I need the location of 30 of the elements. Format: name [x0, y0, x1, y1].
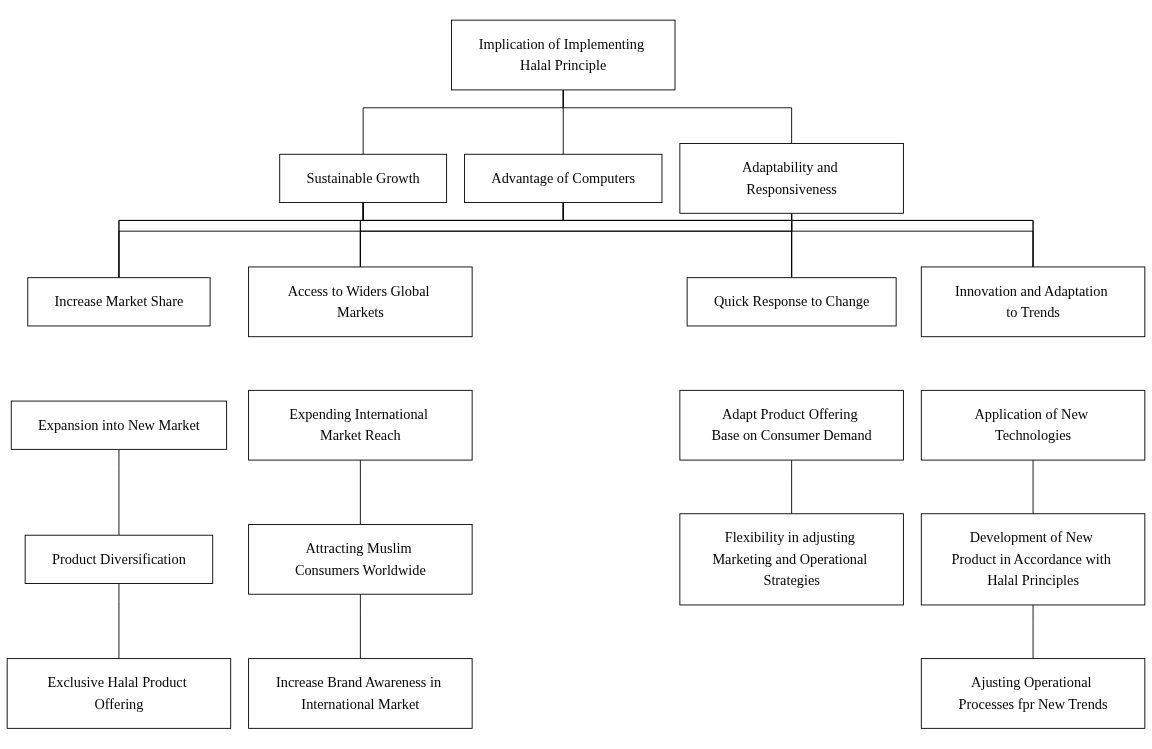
- connector: [362, 202, 1034, 268]
- connector: [1032, 604, 1034, 660]
- connector: [118, 583, 120, 660]
- node-box: Ajusting Operational Processes fpr New Trends: [920, 658, 1146, 730]
- connector: [118, 449, 120, 536]
- node-box: Exclusive Halal Product Offering: [6, 658, 232, 730]
- connector: [359, 459, 361, 526]
- node-box: Quick Response to Change: [686, 277, 897, 327]
- node-box: Application of New Technologies: [920, 390, 1146, 461]
- node-box: Increase Brand Awareness in International Market: [248, 658, 473, 730]
- connector: [791, 213, 1034, 268]
- node-box: Expending International Market Reach: [248, 390, 473, 461]
- connector: [562, 89, 793, 145]
- node-box: Flexibility in adjusting Marketing and Operational Strategies: [679, 513, 904, 606]
- node-box: Advantage of Computers: [464, 154, 663, 204]
- connector: [562, 202, 1034, 268]
- node-box: Sustainable Growth: [279, 154, 448, 204]
- node-box: Development of New Product in Accordance with Halal Principles: [920, 513, 1146, 606]
- node-box: Attracting Muslim Consumers Worldwide: [248, 524, 473, 595]
- node-box: Increase Market Share: [27, 277, 211, 327]
- connector: [1032, 459, 1034, 515]
- node-box: Adaptability and Responsiveness: [679, 143, 904, 214]
- node-box: Innovation and Adaptation to Trends: [920, 266, 1146, 338]
- node-box: Access to Widers Global Markets: [248, 266, 473, 338]
- node-box: Implication of Implementing Halal Principle: [451, 19, 676, 91]
- connector: [359, 594, 361, 660]
- node-box: Adapt Product Offering Base on Consumer Demand: [679, 390, 904, 461]
- node-box: Expansion into New Market: [10, 400, 228, 451]
- node-box: Product Diversification: [24, 535, 214, 585]
- connector: [791, 459, 793, 515]
